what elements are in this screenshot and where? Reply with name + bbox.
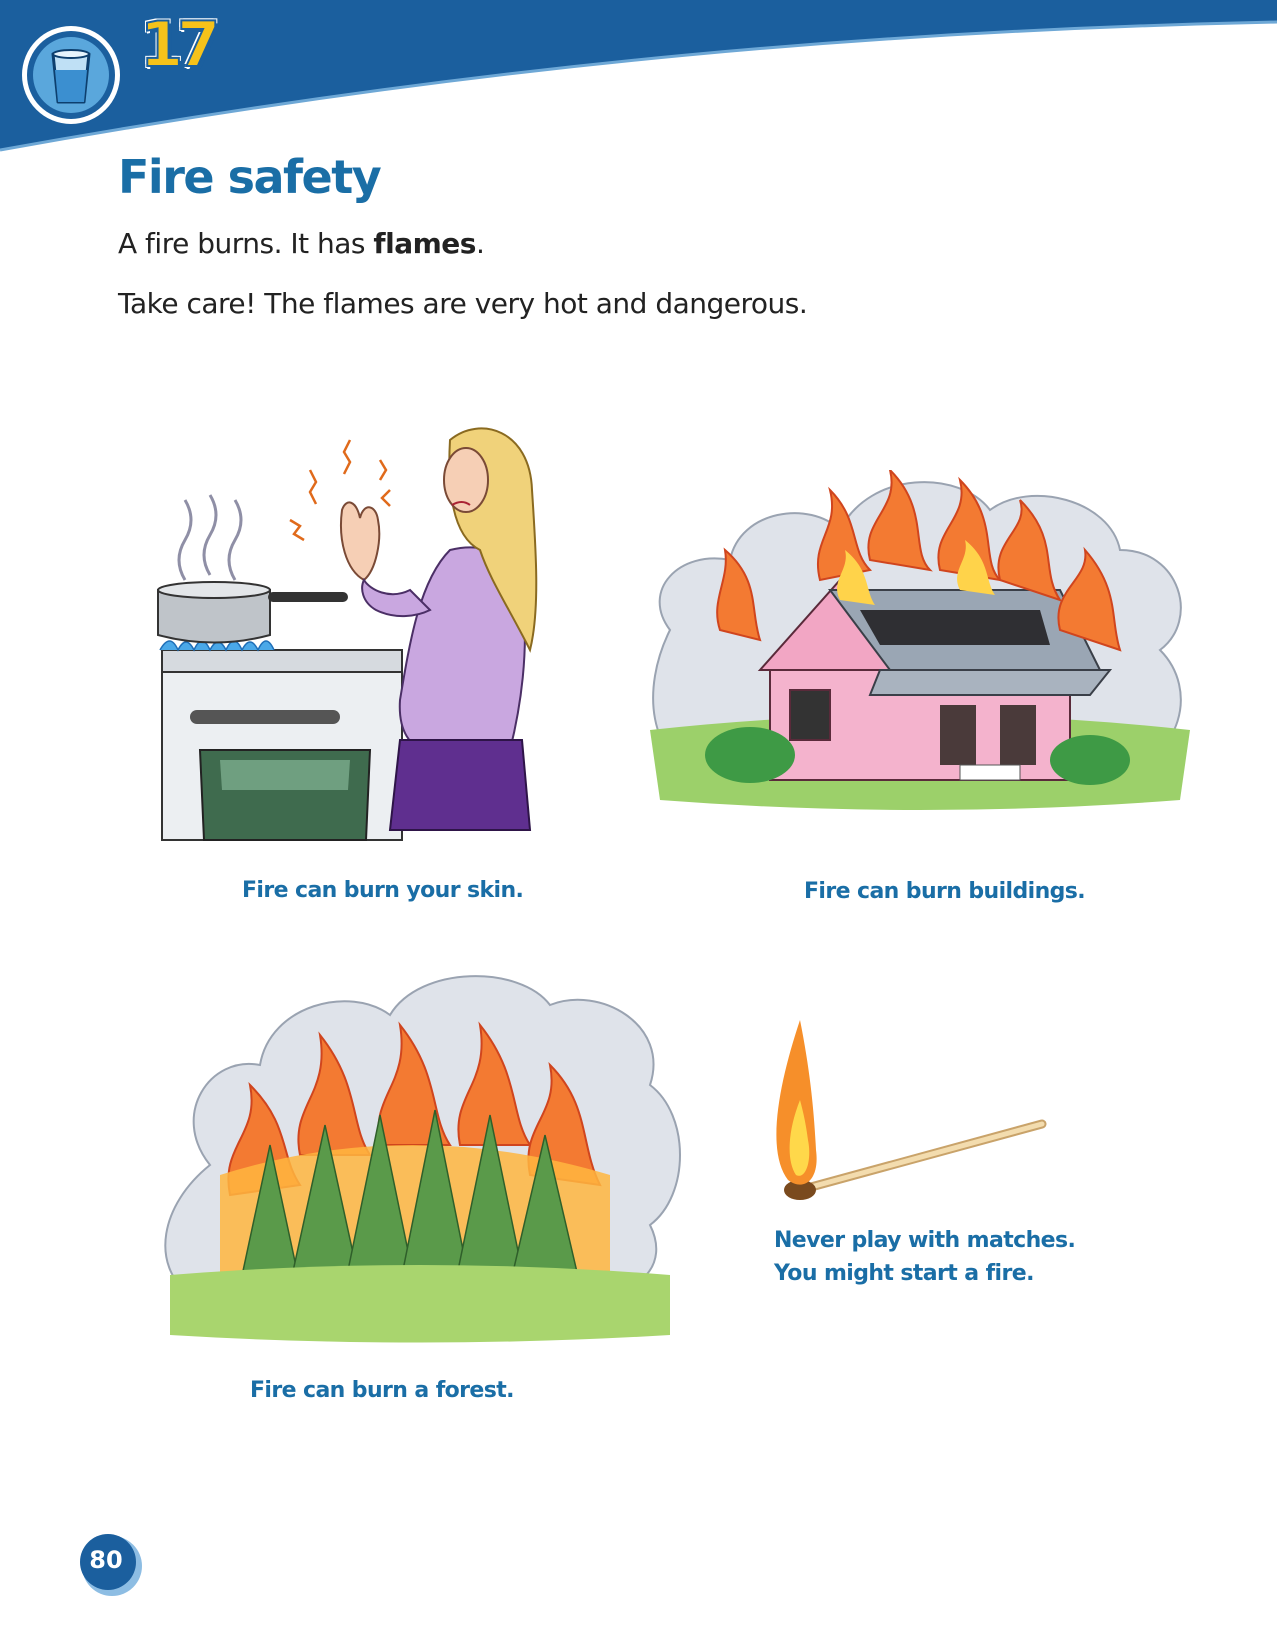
caption-matches-line-2: You might start a fire. (774, 1261, 1034, 1286)
forest-fire-illustration (164, 975, 681, 1343)
intro-text-suffix: . (475, 227, 485, 260)
caption-matches: Never play with matches. You might start … (774, 1224, 1076, 1290)
intro-line-2: Take care! The flames are very hot and d… (118, 287, 808, 320)
caption-burn-forest: Fire can burn a forest. (250, 1378, 515, 1403)
unit-number: 17 (139, 8, 221, 81)
caption-burn-skin: Fire can burn your skin. (242, 878, 524, 903)
woman-burned-hand-illustration (157, 427, 538, 841)
header-band (0, 0, 1277, 152)
page-title: Fire safety (118, 150, 382, 204)
intro-text-prefix: A fire burns. It has (118, 227, 374, 260)
page-number-badge (80, 1534, 142, 1596)
keyword-flames: flames (373, 227, 476, 260)
burning-house-illustration (650, 470, 1190, 810)
intro-line-1: A fire burns. It has flames. (118, 226, 485, 262)
page-number: 80 (89, 1546, 123, 1574)
water-glass-icon (22, 26, 120, 124)
caption-burn-buildings: Fire can burn buildings. (804, 879, 1086, 904)
lit-match-illustration (776, 1020, 1047, 1200)
caption-matches-line-1: Never play with matches. (774, 1228, 1076, 1253)
